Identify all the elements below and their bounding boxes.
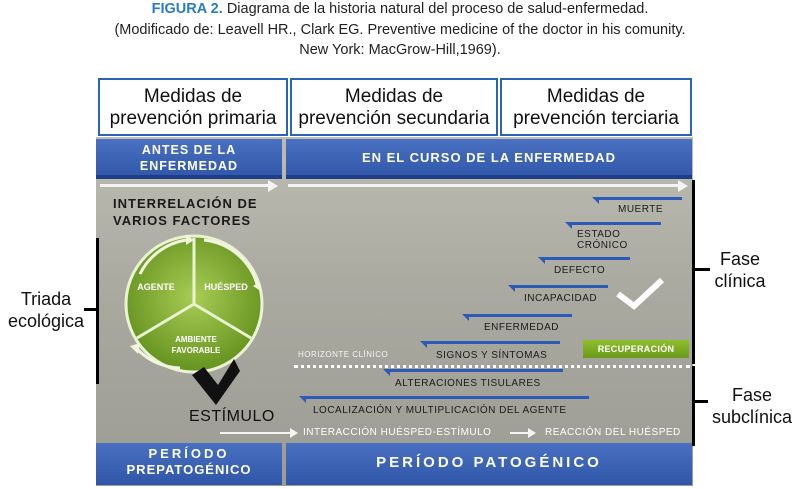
band-pathogenic-label: PERÍODO PATOGÉNICO (376, 454, 602, 471)
step-signs: SIGNOS Y SÍNTOMAS (420, 341, 560, 363)
triad-arrow-top-left (138, 238, 187, 275)
prepathogenic-arrow-head (268, 180, 278, 192)
band-during-label: EN EL CURSO DE LA ENFERMEDAD (361, 150, 617, 165)
interaction-arrow-head (290, 428, 298, 438)
host-label: HUÉSPED (204, 282, 248, 292)
clinical-horizon-label: HORIZONTE CLÍNICO (298, 350, 389, 359)
figure-caption-title: FIGURA 2. Diagrama de la historia natura… (0, 0, 800, 19)
subclinical-phase-line1: Fase (731, 385, 773, 405)
band-during-disease: EN EL CURSO DE LA ENFERMEDAD (286, 139, 692, 179)
band-prepathogenic-line2: PREPATOGÉNICO (126, 462, 252, 477)
step-disability-label: INCAPACIDAD (524, 293, 598, 304)
prepathogenic-arrow-line (100, 184, 270, 187)
triad-divider-left (136, 302, 195, 340)
factors-title-line2: VARIOS FACTORES (113, 213, 252, 228)
tertiary-prevention-box: Medidas de prevención terciaria (500, 78, 692, 136)
factors-title: INTERRELACIÓN DE VARIOS FACTORES (113, 195, 258, 229)
interaction-arrow-line (220, 432, 292, 434)
stimulus-label: ESTÍMULO (189, 408, 275, 425)
reaction-arrow-head (528, 428, 536, 438)
triad-label: Triada ecológica (0, 288, 92, 332)
reaction-label: REACCIÓN DEL HUÉSPED (545, 427, 681, 438)
band-before-line1: ANTES DE LA (141, 143, 237, 157)
reaction-arrow-line (510, 432, 530, 434)
step-disability: INCAPACIDAD (508, 285, 608, 307)
primary-prevention-box: Medidas de prevención primaria (98, 78, 288, 136)
triad-arrowhead-top-left (186, 235, 194, 245)
secondary-prevention-line2: prevención secundaria (298, 108, 490, 129)
subclinical-phase-line2: subclínica (711, 407, 793, 427)
clinical-horizon-line (294, 365, 690, 368)
subclinical-phase-label: Fase subclínica (704, 384, 800, 428)
clinical-phase-bracket-tick (692, 268, 710, 271)
triad-label-line2: ecológica (7, 311, 85, 331)
triad-arrowhead-right (253, 282, 262, 292)
step-death: MUERTE (592, 197, 682, 219)
step-defect-label: DEFECTO (554, 265, 606, 276)
triad-arrow-right (203, 238, 260, 289)
interaction-label: INTERACCIÓN HUÉSPED-ESTÍMULO (303, 427, 492, 438)
tertiary-prevention-line1: Medidas de (546, 86, 646, 107)
triad-arrow-bottom (136, 348, 181, 370)
primary-prevention-line1: Medidas de (143, 86, 243, 107)
environment-label-line2: FAVORABLE (172, 346, 221, 355)
band-prepathogenic: PERÍODO PREPATOGÉNICO (96, 443, 282, 485)
ecological-triad-circle: AGENTE HUÉSPED AMBIENTE FAVORABLE (124, 234, 264, 374)
stimulus-arrow-icon (192, 359, 240, 405)
step-death-label: MUERTE (618, 204, 664, 215)
agent-label: AGENTE (137, 282, 175, 292)
step-disease-label: ENFERMEDAD (484, 322, 560, 333)
figure-source-line-1: (Modificado de: Leavell HR., Clark EG. P… (114, 22, 686, 38)
tertiary-prevention-line2: prevención terciaria (513, 108, 679, 129)
figure-label: FIGURA 2. (151, 1, 223, 17)
environment-label-line1: AMBIENTE (175, 335, 217, 344)
step-tissue: ALTERACIONES TISULARES (383, 369, 563, 391)
subclinical-phase-bracket (692, 366, 695, 446)
recovery-arrow-icon (616, 277, 665, 310)
step-defect: DEFECTO (538, 257, 630, 279)
step-chronic-label-line2: CRÓNICO (577, 240, 628, 251)
clinical-phase-line1: Fase (719, 249, 761, 269)
triad-bracket-tick (84, 308, 98, 311)
figure-source-line-2: New York: MacGrow-Hill,1969). (299, 42, 501, 58)
band-before-line2: ENFERMEDAD (139, 159, 239, 173)
triad-arrowhead-bottom (130, 343, 140, 354)
recovery-box: RECUPERACIÓN (583, 340, 689, 358)
pathogenic-arrow-head (678, 180, 688, 192)
step-localization: LOCALIZACIÓN Y MULTIPLICACIÓN DEL AGENTE (299, 396, 589, 418)
factors-title-line1: INTERRELACIÓN DE (113, 196, 258, 211)
secondary-prevention-box: Medidas de prevención secundaria (290, 78, 498, 136)
triad-bracket (96, 238, 99, 384)
band-pathogenic: PERÍODO PATOGÉNICO (286, 443, 692, 485)
step-chronic: ESTADO CRÓNICO (565, 222, 661, 251)
band-prepathogenic-line1: PERÍODO (148, 446, 230, 461)
clinical-phase-label: Fase clínica (708, 248, 772, 292)
step-chronic-label-line1: ESTADO (577, 229, 621, 240)
step-tissue-label: ALTERACIONES TISULARES (395, 378, 541, 389)
pathogenic-arrow-line (288, 184, 680, 187)
triad-divider-right (193, 302, 252, 340)
clinical-phase-line2: clínica (714, 271, 766, 291)
secondary-prevention-line1: Medidas de (344, 86, 444, 107)
subclinical-phase-bracket-tick (692, 400, 708, 403)
figure-title: Diagrama de la historia natural del proc… (226, 1, 649, 17)
step-signs-label: SIGNOS Y SÍNTOMAS (436, 350, 548, 361)
step-disease: ENFERMEDAD (462, 314, 572, 336)
clinical-phase-bracket (692, 180, 695, 364)
step-localization-label: LOCALIZACIÓN Y MULTIPLICACIÓN DEL AGENTE (313, 405, 567, 416)
primary-prevention-line2: prevención primaria (109, 108, 277, 129)
band-before-disease: ANTES DE LA ENFERMEDAD (96, 139, 282, 179)
triad-label-line1: Triada (20, 289, 72, 309)
